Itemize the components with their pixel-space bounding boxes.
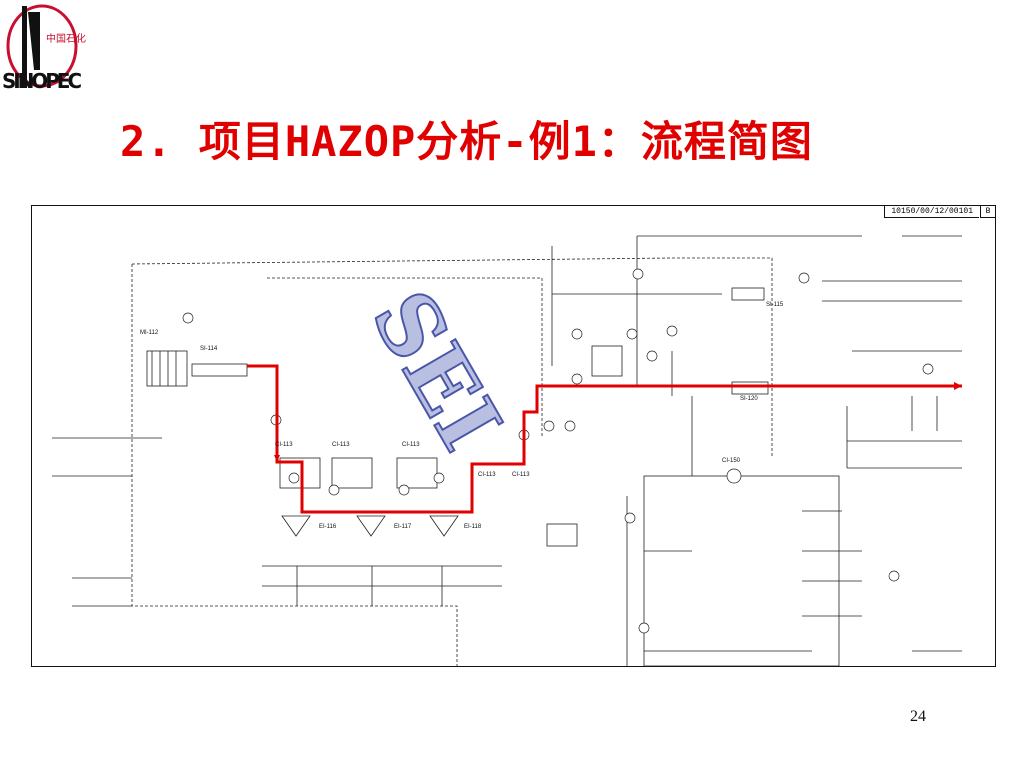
logic-box [546, 523, 578, 547]
equipment-tag: SI-115 [766, 302, 784, 308]
document-number: 10150/00/12/00101 [884, 206, 979, 218]
flow-arrow [274, 455, 280, 462]
sei-watermark: SEI [352, 274, 522, 468]
equipment-tag: CI-113 [275, 442, 293, 448]
equipment-tag: CI-113 [332, 442, 350, 448]
instrument-bubble [798, 272, 810, 284]
equipment-tag: CI-113 [402, 442, 420, 448]
intercooler-2 [356, 515, 386, 537]
logo-ring [6, 4, 78, 88]
equipment-tag: SI-114 [200, 346, 218, 352]
inlet-filter [146, 350, 188, 387]
instrument-bubble [182, 312, 194, 324]
instrument-bubble [571, 328, 583, 340]
page-number: 24 [910, 708, 926, 725]
revision-letter: B [980, 206, 995, 218]
equipment-tag: SI-120 [740, 396, 758, 402]
equipment-tag: CI-113 [512, 472, 530, 478]
process-flow-diagram: SEI 10150/00/12/00101 B MI-112 SI-114 CI… [31, 205, 996, 668]
instrument-bubble [922, 363, 934, 375]
blowoff-silencer [731, 287, 765, 301]
company-logo: 中国石化 SINOPEC [0, 0, 100, 95]
expander-symbol [726, 468, 742, 484]
instrument-bubble [626, 328, 638, 340]
intercooler-3 [429, 515, 459, 537]
equipment-tag: CI-113 [478, 472, 496, 478]
instrument-bubble [571, 373, 583, 385]
inlet-silencer [191, 363, 248, 377]
instrument-bubble [666, 325, 678, 337]
skid-boundary-top [131, 257, 773, 456]
anti-surge-control [591, 345, 623, 377]
instrument-bubble [543, 420, 555, 432]
instrument-bubble [888, 570, 900, 582]
instrument-bubble [632, 268, 644, 280]
equipment-tag: CI-150 [722, 458, 741, 464]
main-flow-path [247, 364, 962, 514]
instrument-bubble [646, 350, 658, 362]
watermark-text: SEI [353, 275, 521, 467]
discharge-silencer [731, 381, 769, 395]
expander-loop [643, 475, 840, 667]
instrument-bubble [288, 472, 300, 484]
instrument-bubble [638, 622, 650, 634]
instrument-bubble [328, 484, 340, 496]
equipment-tag: EI-118 [464, 524, 482, 530]
logo-tower [22, 6, 27, 88]
logo-cn-text: 中国石化 [46, 32, 86, 45]
compressor-package-boundary [267, 277, 543, 436]
instrument-bubble [398, 484, 410, 496]
logo-brand-text: SINOPEC [2, 69, 82, 93]
equipment-tag: EI-117 [394, 524, 412, 530]
slide-title: 2. 项目HAZOP分析-例1：流程简图 [120, 117, 813, 166]
compressor-stage-3 [396, 457, 438, 489]
equipment-tag: EI-116 [319, 524, 337, 530]
logo-flame-shape [28, 12, 40, 70]
intercooler-1 [281, 515, 311, 537]
equipment-tag: MI-112 [140, 330, 159, 336]
skid-boundary-left [131, 264, 458, 668]
instrument-bubble [433, 472, 445, 484]
compressor-stage-2 [331, 457, 373, 489]
instrument-bubble [624, 512, 636, 524]
flow-arrow [954, 382, 962, 390]
instrument-bubble [564, 420, 576, 432]
